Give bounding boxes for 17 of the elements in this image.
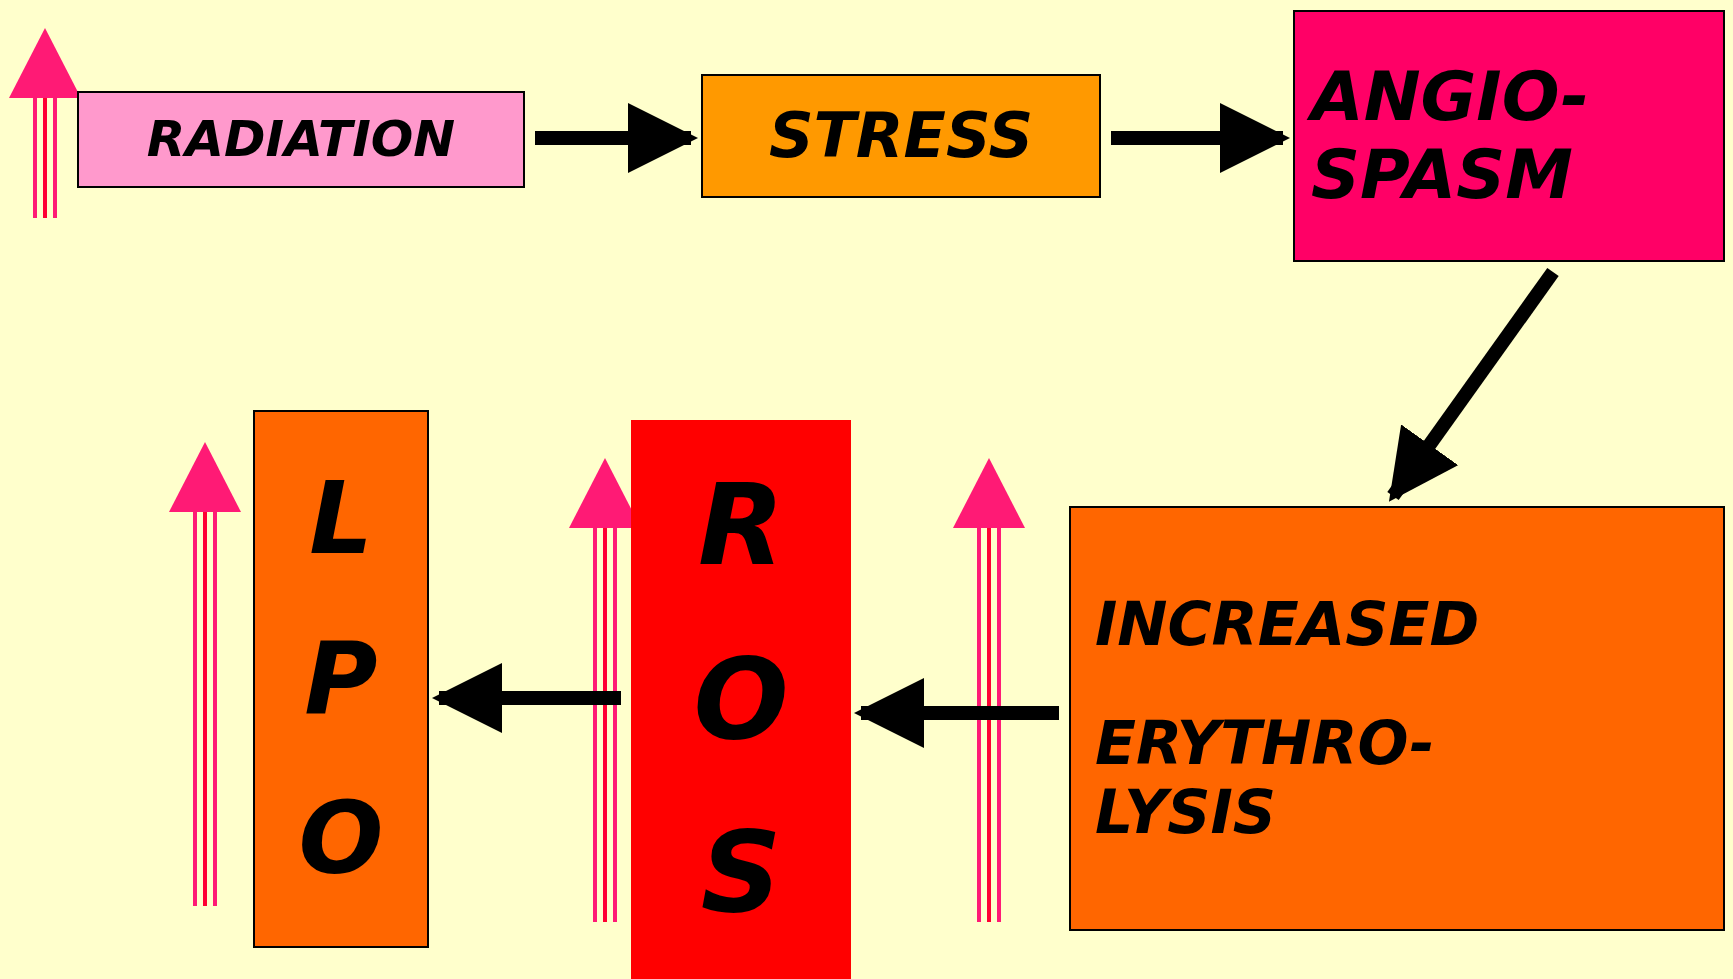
- process-box: [1293, 10, 1725, 262]
- arrow: [535, 103, 698, 173]
- process-box: [253, 410, 429, 948]
- arrow: [1111, 103, 1290, 173]
- arrow: [854, 678, 1059, 748]
- process-box: [701, 74, 1101, 198]
- box-label: ROS: [692, 459, 790, 940]
- process-box: [631, 420, 851, 979]
- box-label: RADIATION: [146, 110, 456, 169]
- process-box: [1069, 506, 1725, 931]
- box-label: INCREASED: [1095, 590, 1481, 659]
- arrow: [1387, 267, 1559, 502]
- process-box: [77, 91, 525, 188]
- box-label: LPO: [297, 459, 385, 899]
- box-label: STRESS: [768, 100, 1034, 172]
- arrow: [432, 663, 621, 733]
- box-label: ERYTHRO- LYSIS: [1095, 709, 1436, 847]
